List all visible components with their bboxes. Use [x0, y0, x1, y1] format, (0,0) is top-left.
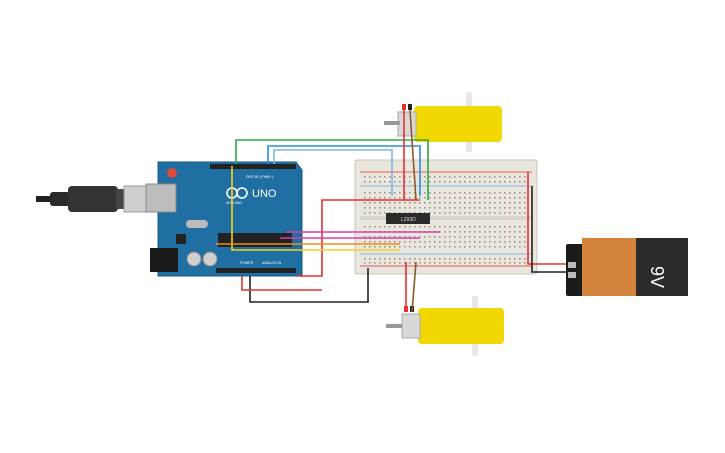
- wire-red-bottom: [241, 276, 322, 291]
- usb-cable[interactable]: [36, 185, 159, 213]
- atmega-chip: [218, 233, 292, 247]
- digital-label: DIGITAL (PWM~): [246, 175, 273, 179]
- reset-button[interactable]: [167, 168, 177, 178]
- bottom-dc-motor[interactable]: [386, 296, 504, 356]
- wire-green: [235, 139, 429, 200]
- wire-lightblue: [273, 149, 393, 196]
- breadboard[interactable]: [354, 159, 538, 275]
- wire-motor-top-black: [409, 109, 417, 201]
- wire-battery-red: [527, 172, 566, 265]
- wire-yellow: [231, 166, 400, 251]
- analog-label: ANALOG IN: [262, 261, 282, 265]
- wires: [216, 109, 566, 313]
- top-dc-motor[interactable]: [384, 92, 502, 152]
- l293d-chip[interactable]: L293D: [386, 213, 430, 224]
- power-label: POWER: [240, 261, 254, 265]
- power-analog-header: [216, 268, 296, 273]
- battery-9v[interactable]: 9V: [566, 238, 688, 296]
- board-brand-label: ARDUINO: [226, 201, 242, 205]
- battery-label: 9V: [647, 266, 667, 288]
- wire-blue: [267, 145, 421, 196]
- digital-header: [210, 164, 296, 169]
- wire-motor-bottom-black: [411, 261, 417, 313]
- breadboard-holes: [364, 176, 526, 264]
- board-model-label: UNO: [252, 188, 277, 200]
- power-jack: [150, 248, 178, 272]
- wire-battery-black: [531, 186, 566, 273]
- arduino-uno-board[interactable]: UNO ARDUINO DIGITAL (PWM~) POWER ANALOG …: [145, 161, 303, 277]
- wire-black-bottom: [249, 268, 369, 303]
- chip-label: L293D: [401, 217, 416, 223]
